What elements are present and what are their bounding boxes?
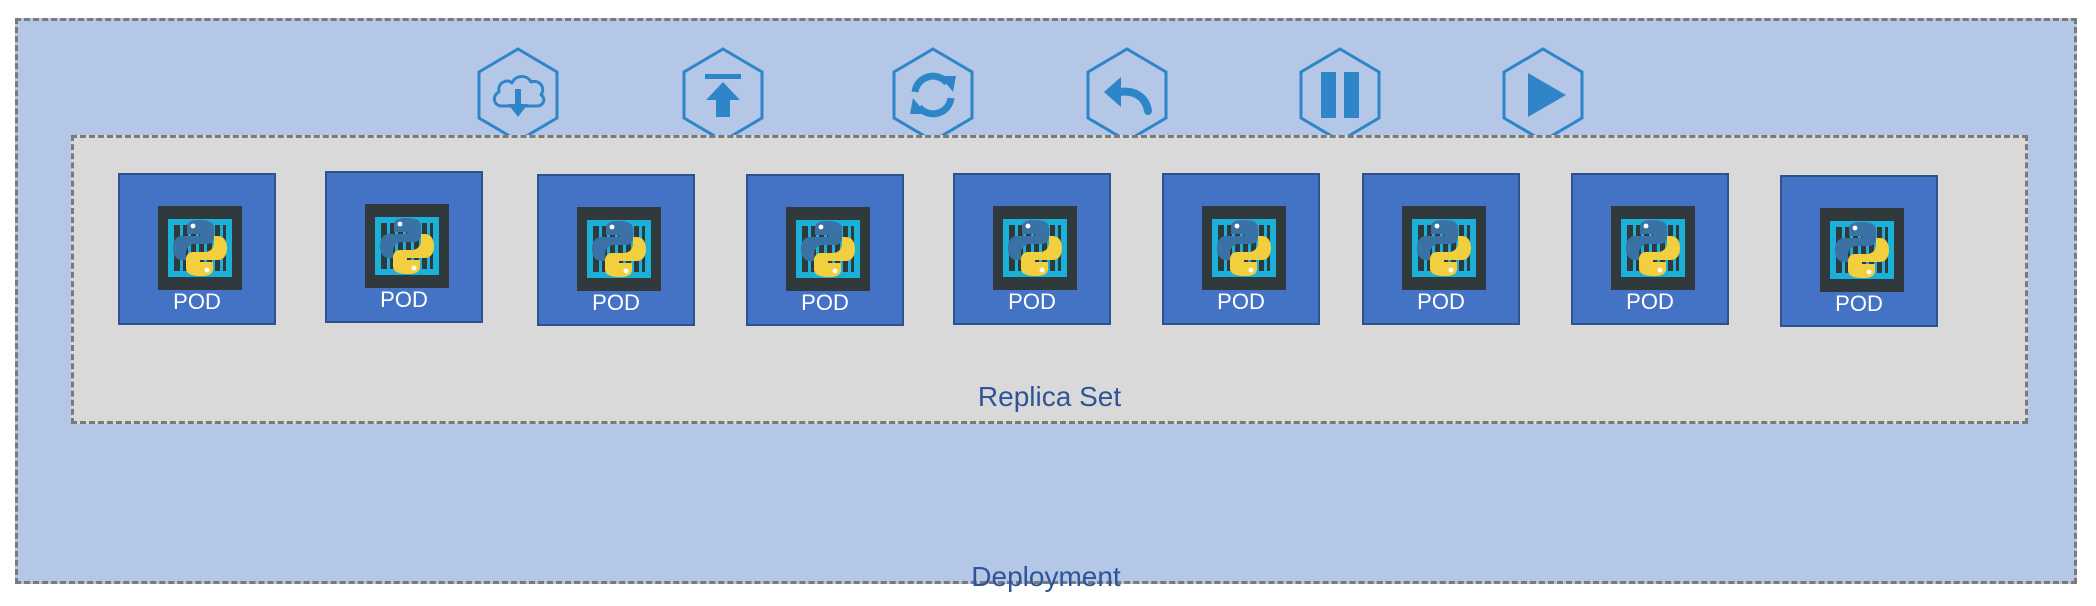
deployment-container: POD POD POD POD POD — [15, 18, 2077, 592]
pod-label: POD — [380, 287, 428, 312]
pod[interactable]: POD — [1780, 175, 1938, 327]
pod[interactable]: POD — [1571, 173, 1729, 325]
pod-label: POD — [1835, 291, 1883, 316]
pod[interactable]: POD — [1362, 173, 1520, 325]
pod[interactable]: POD — [537, 174, 695, 326]
replica-set-label: Replica Set — [977, 381, 1122, 412]
pod[interactable]: POD — [325, 171, 483, 323]
pod[interactable]: POD — [746, 174, 904, 326]
pod[interactable]: POD — [1162, 173, 1320, 325]
python-container-icon — [786, 207, 870, 291]
cloud-download-icon[interactable] — [475, 45, 561, 145]
pod-label: POD — [801, 290, 849, 315]
replica-set-container: POD POD POD POD POD — [71, 135, 2028, 424]
python-container-icon — [365, 204, 449, 288]
pod[interactable]: POD — [953, 173, 1111, 325]
python-container-icon — [1202, 206, 1286, 290]
python-container-icon — [577, 207, 661, 291]
undo-icon[interactable] — [1084, 45, 1170, 145]
python-container-icon — [1820, 208, 1904, 292]
deployment-label: Deployment — [971, 561, 1121, 592]
upload-icon[interactable] — [680, 45, 766, 145]
python-container-icon — [1402, 206, 1486, 290]
python-container-icon — [993, 206, 1077, 290]
pod[interactable]: POD — [118, 173, 276, 325]
pod-label: POD — [1417, 289, 1465, 314]
pause-icon[interactable] — [1297, 45, 1383, 145]
refresh-icon[interactable] — [890, 45, 976, 145]
pod-label: POD — [592, 290, 640, 315]
pod-label: POD — [173, 289, 221, 314]
pod-label: POD — [1626, 289, 1674, 314]
pod-label: POD — [1008, 289, 1056, 314]
python-container-icon — [158, 206, 242, 290]
pod-label: POD — [1217, 289, 1265, 314]
python-container-icon — [1611, 206, 1695, 290]
play-icon[interactable] — [1500, 45, 1586, 145]
